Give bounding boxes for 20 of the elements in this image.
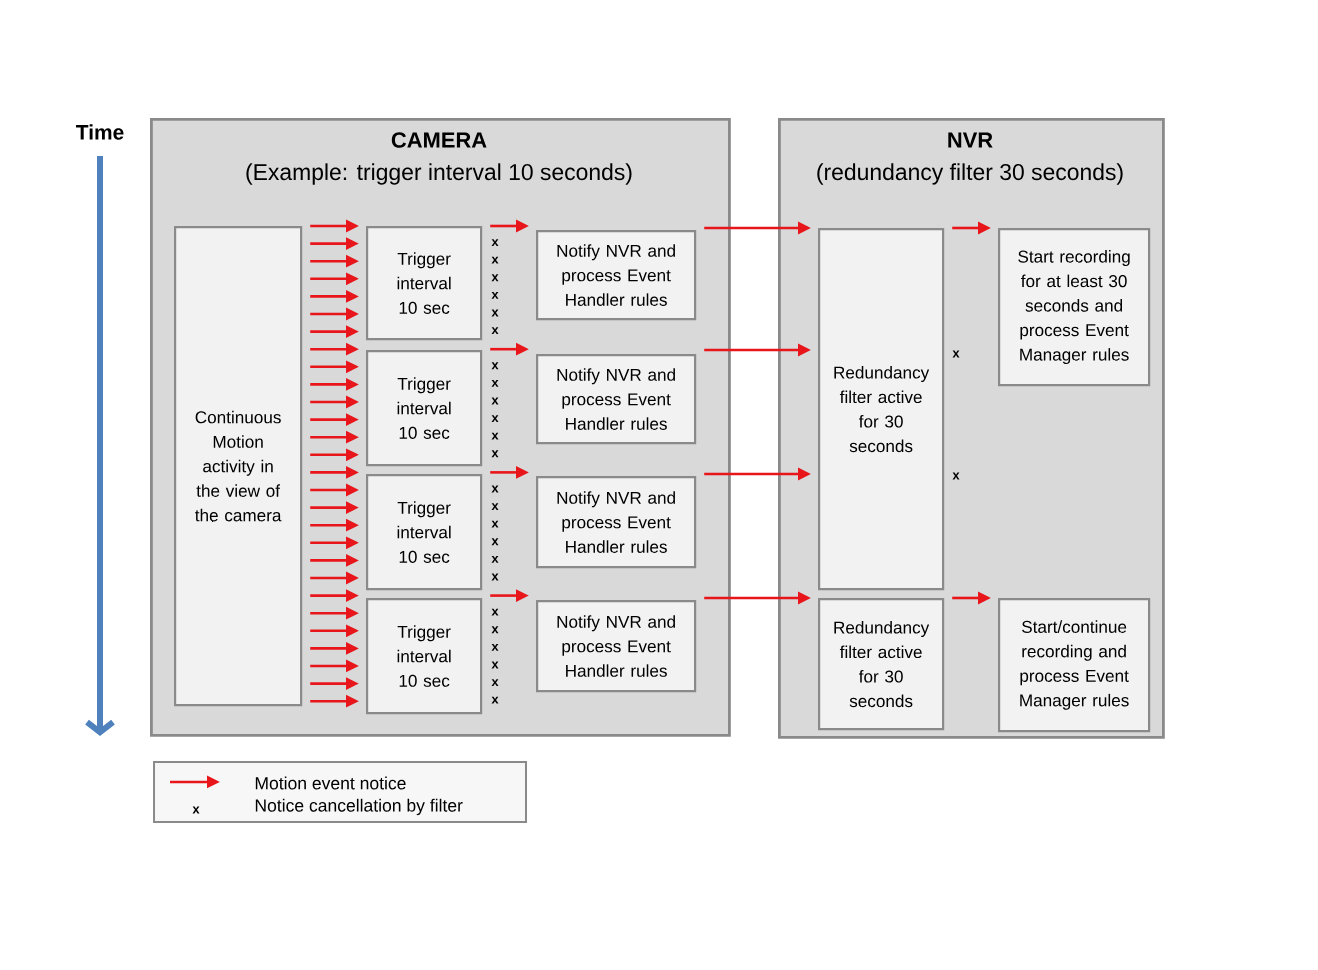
legend-text: Motion event notice bbox=[255, 776, 406, 790]
legend-text: Notice cancellation by filter bbox=[255, 798, 463, 816]
process-box: Trigger interval 10 sec bbox=[366, 474, 483, 591]
panel-title: NVR bbox=[948, 132, 993, 148]
process-box: Redundancy filter active for 30 seconds bbox=[818, 228, 945, 591]
process-box: Notify NVR and process Event Handler rules bbox=[536, 476, 697, 569]
process-box: Notify NVR and process Event Handler rules bbox=[536, 230, 697, 321]
panel-subtitle: (Example: trigger interval 10 seconds) bbox=[246, 163, 632, 185]
axis-label: Time bbox=[76, 124, 124, 140]
process-box: Start/continue recording and process Event Manager rules bbox=[998, 598, 1151, 733]
process-box: Trigger interval 10 sec bbox=[366, 350, 483, 467]
panel-title: CAMERA bbox=[391, 132, 487, 148]
process-box: Start recording for at least 30 seconds and process Event Manager rules bbox=[998, 228, 1151, 387]
process-box: Redundancy filter active for 30 seconds bbox=[818, 598, 945, 731]
process-box: Continuous Motion activity in the view of the camera bbox=[174, 226, 303, 707]
process-box: Notify NVR and process Event Handler rules bbox=[536, 600, 697, 693]
process-box: Trigger interval 10 sec bbox=[366, 226, 483, 341]
process-box: Notify NVR and process Event Handler rules bbox=[536, 354, 697, 445]
process-box: Trigger interval 10 sec bbox=[366, 598, 483, 715]
panel-subtitle: (redundancy filter 30 seconds) bbox=[817, 163, 1123, 185]
